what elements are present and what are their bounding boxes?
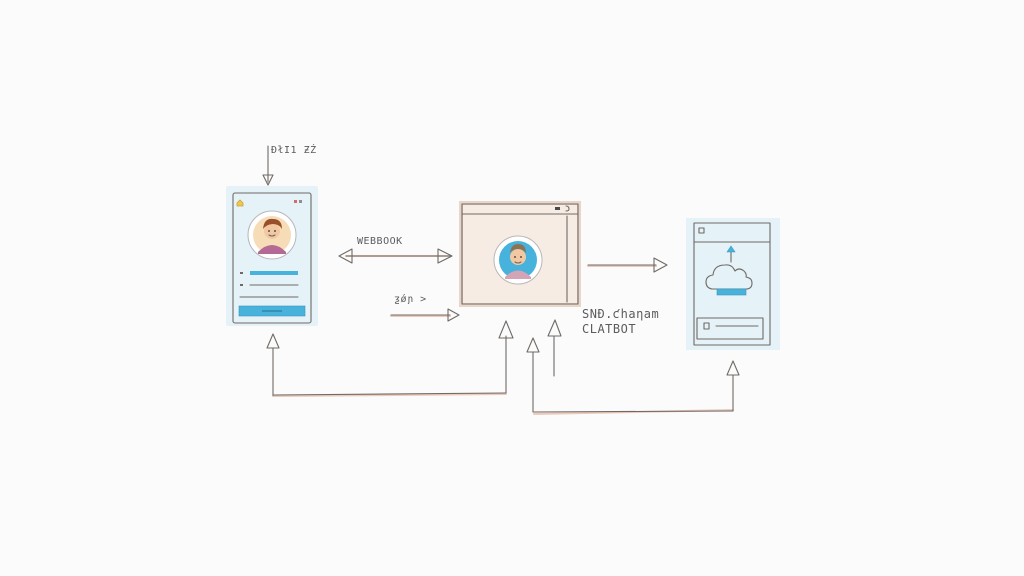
user-avatar-center (493, 235, 543, 285)
small-arrow-label: ƺǿɲ > (394, 294, 427, 305)
input-arrow (262, 145, 274, 186)
avatar-shirt (505, 270, 531, 279)
webhook-double-arrow (338, 248, 453, 264)
processor-label-line2: CLATBOT (582, 322, 637, 336)
browser-to-cloud-arrow (587, 257, 668, 273)
mobile-app-card (226, 186, 318, 326)
window-icon (698, 227, 705, 234)
form-bullet-icon (240, 284, 243, 286)
upload-field (696, 317, 764, 340)
file-icon (703, 322, 710, 330)
form-field-active (250, 271, 298, 275)
browser-window (459, 201, 581, 307)
avatar-hair (510, 244, 526, 253)
small-arrow (390, 308, 460, 322)
avatar-hair (263, 218, 282, 229)
feedback-loop-right (526, 319, 740, 415)
processor-label-line1: SNÐ.ƈhaƞam (582, 307, 660, 321)
form-bullet-icon (240, 272, 243, 274)
webhook-label: WEBBOOK (357, 236, 403, 247)
browser-control-icon (555, 207, 560, 210)
avatar-face (264, 223, 280, 239)
feedback-loop-left (266, 320, 514, 397)
status-dot-icon (294, 200, 297, 203)
refresh-icon (565, 205, 570, 212)
cloud-panel-frame (693, 222, 771, 346)
home-icon (236, 199, 244, 207)
cloud-panel-glow (686, 218, 780, 350)
browser-frame (461, 203, 579, 305)
cloud-upload-icon (705, 245, 753, 296)
cloud-panel (686, 218, 780, 350)
top-input-label: ÐłI1 ƵŹ (271, 145, 317, 156)
avatar-face (510, 249, 526, 265)
user-avatar-left (247, 210, 297, 260)
status-dot-icon (299, 200, 302, 203)
mobile-card-frame (232, 192, 312, 324)
avatar-shirt (258, 245, 286, 254)
